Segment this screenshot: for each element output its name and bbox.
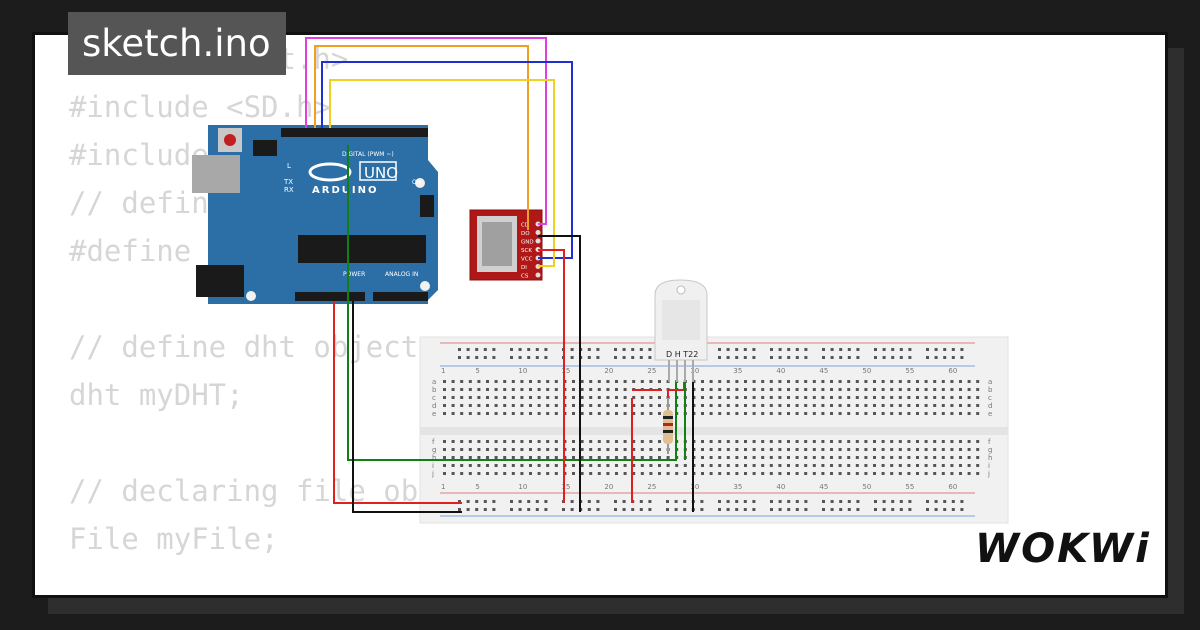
dht22-sensor[interactable]: D H T22 — [654, 279, 708, 382]
tx-label: TX — [283, 178, 293, 186]
title-badge: sketch.ino — [68, 12, 286, 75]
l-label: L — [287, 162, 291, 170]
column-label: 1 — [441, 483, 445, 491]
row-label: b — [988, 386, 993, 394]
arduino-brand: ARDUINO — [312, 185, 378, 196]
row-label: d — [432, 402, 436, 410]
column-label: 40 — [776, 367, 785, 375]
arduino-uno[interactable]: ARDUINO UNO DIGITAL (PWM ~) POWER ANALOG… — [192, 125, 438, 304]
sd-pin-label: GND — [521, 240, 534, 246]
column-label: 55 — [905, 367, 914, 375]
dht-label: D H T22 — [666, 350, 698, 359]
code-line: dht myDHT; — [69, 378, 244, 412]
on-label: ON — [412, 179, 421, 186]
row-label: h — [988, 454, 992, 462]
sd-pin[interactable] — [535, 230, 541, 235]
rx-label: RX — [284, 186, 294, 194]
analog-header — [373, 292, 428, 301]
column-label: 15 — [561, 367, 570, 375]
row-label: b — [432, 386, 437, 394]
column-label: 55 — [905, 483, 914, 491]
column-label: 45 — [819, 367, 828, 375]
column-label: 25 — [647, 483, 656, 491]
breadboard: 1155101015152020252530303535404045455050… — [419, 336, 1009, 524]
code-line: File myFile; — [69, 522, 279, 556]
sd-pin-label: DO — [521, 231, 530, 237]
power-jack — [196, 265, 244, 297]
sd-pin[interactable] — [535, 272, 541, 278]
code-line: #include <SD.h> — [69, 90, 331, 124]
arduino-model: UNO — [364, 164, 398, 182]
row-label: h — [432, 454, 436, 462]
atmega-chip — [298, 235, 426, 263]
row-label: a — [432, 378, 436, 386]
row-label: j — [987, 470, 990, 478]
column-label: 60 — [948, 483, 957, 491]
row-label: c — [988, 394, 992, 402]
column-label: 30 — [690, 483, 699, 491]
digital-label: DIGITAL (PWM ~) — [342, 151, 394, 158]
column-label: 25 — [647, 367, 656, 375]
column-label: 40 — [776, 483, 785, 491]
row-label: a — [988, 378, 992, 386]
row-label: e — [432, 410, 436, 418]
usb-port — [192, 155, 240, 193]
row-label: i — [432, 462, 434, 470]
column-label: 20 — [604, 483, 613, 491]
column-label: 50 — [862, 367, 871, 375]
sd-pin-label: VCC — [521, 257, 533, 263]
sd-card-module[interactable]: CD DO GND SCK VCC DI CS — [469, 209, 543, 281]
column-label: 10 — [518, 483, 527, 491]
column-label: 5 — [475, 483, 479, 491]
column-label: 45 — [819, 483, 828, 491]
sd-pin-label: CS — [521, 274, 529, 280]
sd-pin-label: CD — [521, 223, 529, 229]
column-label: 5 — [475, 367, 479, 375]
digital-header — [281, 128, 428, 137]
column-label: 15 — [561, 483, 570, 491]
sketch-filename: sketch.ino — [82, 22, 271, 65]
row-label: e — [988, 410, 992, 418]
row-label: d — [988, 402, 992, 410]
power-label: POWER — [343, 271, 365, 278]
code-line: // define dht object — [69, 330, 419, 364]
column-label: 10 — [518, 367, 527, 375]
analog-label: ANALOG IN — [385, 271, 418, 278]
row-label: g — [432, 446, 436, 454]
row-label: c — [432, 394, 436, 402]
row-label: j — [431, 470, 434, 478]
row-label: i — [988, 462, 990, 470]
sd-pin-label: DI — [521, 265, 527, 271]
column-label: 30 — [690, 367, 699, 375]
sd-pin[interactable] — [535, 238, 541, 244]
resistor[interactable] — [663, 398, 673, 454]
arduino-logo-icon — [308, 162, 352, 182]
row-label: f — [432, 438, 435, 446]
column-label: 50 — [862, 483, 871, 491]
wires — [305, 37, 694, 513]
column-label: 20 — [604, 367, 613, 375]
column-label: 60 — [948, 367, 957, 375]
power-header — [295, 292, 365, 301]
row-label: g — [988, 446, 992, 454]
column-label: 35 — [733, 483, 742, 491]
column-label: 35 — [733, 367, 742, 375]
row-label: f — [988, 438, 991, 446]
wokwi-logo: WOKWi — [975, 526, 1151, 572]
column-label: 1 — [441, 367, 445, 375]
sd-pin-label: SCK — [521, 248, 532, 254]
